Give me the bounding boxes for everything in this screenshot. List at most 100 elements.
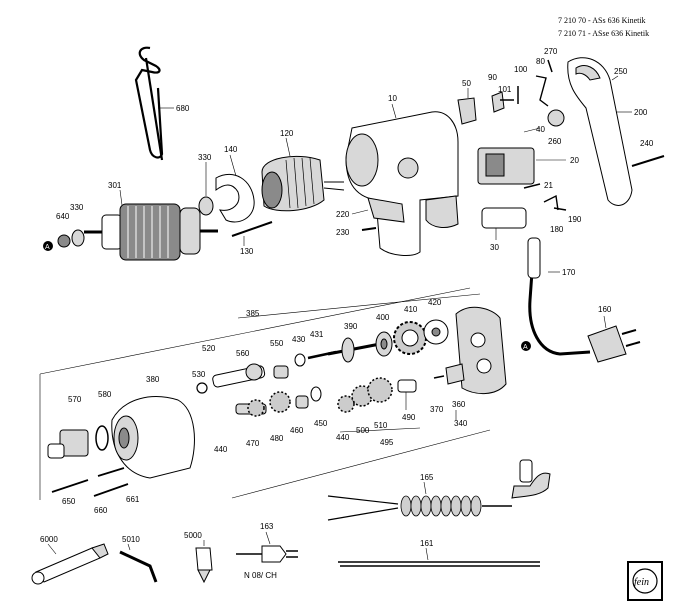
label-101: 101 xyxy=(498,85,512,94)
label-661: 661 xyxy=(126,495,140,504)
part-301-armature: 301 xyxy=(84,181,218,261)
label-330-left: 330 xyxy=(70,203,84,212)
label-5010: 5010 xyxy=(122,535,140,544)
label-370: 370 xyxy=(430,405,444,414)
part-550-needle-bearing xyxy=(273,365,289,379)
label-90: 90 xyxy=(488,73,497,82)
part-100-spring: 100 xyxy=(514,65,528,104)
part-430-spring xyxy=(294,353,306,367)
part-470-gear: 470 xyxy=(246,399,265,448)
label-490: 490 xyxy=(402,413,416,422)
label-6000: 6000 xyxy=(40,535,58,544)
part-570-chuck-spindle xyxy=(47,429,89,459)
label-330-top: 330 xyxy=(198,153,212,162)
part-440-gear-right: 440 xyxy=(336,395,355,442)
part-80-spring-clip: 80 xyxy=(535,57,549,107)
label-260: 260 xyxy=(548,137,562,146)
part-220-cover: 220 xyxy=(336,197,405,223)
label-200: 200 xyxy=(634,108,648,117)
part-40-wire: 40 xyxy=(523,125,545,134)
connector-A-right: A xyxy=(523,344,528,351)
part-170-power-cord: 170 xyxy=(527,237,591,356)
logo-text: fein xyxy=(634,577,649,588)
part-680-wire-clip: 680 xyxy=(134,46,190,161)
label-165: 165 xyxy=(420,473,434,482)
part-180-cord-clamp: 180 xyxy=(543,194,564,234)
label-440-right: 440 xyxy=(336,433,350,442)
part-360-plate: 360 xyxy=(445,363,466,409)
group-bracket-lines xyxy=(39,287,491,500)
label-495: 495 xyxy=(380,438,394,447)
label-450: 450 xyxy=(314,419,328,428)
connector-mark-right: A xyxy=(521,341,531,351)
part-140-fan-baffle: 140 xyxy=(215,145,255,223)
part-165-coiled-cord: 165 xyxy=(327,459,551,521)
model-line-1: 7 210 70 - ASs 636 Kinetik xyxy=(558,16,646,25)
part-450-bushing: 450 xyxy=(310,386,328,428)
part-340-gear-flange: 340 xyxy=(454,306,507,428)
label-10: 10 xyxy=(388,94,397,103)
label-170: 170 xyxy=(562,268,576,277)
part-101-pin: 101 xyxy=(498,85,514,101)
label-400: 400 xyxy=(376,313,390,322)
part-640-nut: 640 xyxy=(56,212,71,248)
label-680: 680 xyxy=(176,104,190,113)
part-30-capacitor: 30 xyxy=(481,207,527,252)
label-190: 190 xyxy=(568,215,582,224)
part-520-spindle xyxy=(212,363,266,388)
part-530-circlip xyxy=(196,382,208,394)
part-230-screw: 230 xyxy=(336,227,377,237)
part-20-switch: 20 xyxy=(477,147,579,185)
part-650-screw: 650 xyxy=(51,479,89,506)
label-230: 230 xyxy=(336,228,350,237)
label-530: 530 xyxy=(192,370,206,379)
part-580-o-ring xyxy=(95,425,109,451)
part-50-switch-lever: 50 xyxy=(457,79,477,125)
label-160: 160 xyxy=(598,305,612,314)
connector-A-left: A xyxy=(45,244,50,251)
part-160-plug: 160 xyxy=(587,305,641,363)
label-510: 510 xyxy=(374,421,388,430)
label-560: 560 xyxy=(236,349,250,358)
part-390-pinion-shaft xyxy=(327,337,381,363)
part-5010-hex-key: 5010 xyxy=(119,535,158,583)
label-163: 163 xyxy=(260,522,274,531)
label-40: 40 xyxy=(536,125,545,134)
label-21: 21 xyxy=(544,181,553,190)
part-380-gear-housing xyxy=(111,396,195,479)
part-163-plug-ch: 163 N 08/ CH xyxy=(236,522,298,580)
fein-logo: fein xyxy=(627,561,663,601)
label-570: 570 xyxy=(68,395,82,404)
part-130-screw: 130 xyxy=(231,221,273,256)
label-480: 480 xyxy=(270,434,284,443)
label-430: 430 xyxy=(292,335,306,344)
label-80: 80 xyxy=(536,57,545,66)
part-510-gear: 510 xyxy=(367,377,393,430)
part-661-screw: 661 xyxy=(97,467,140,504)
part-660-screw: 660 xyxy=(93,483,129,515)
part-370-screw: 370 xyxy=(430,375,445,414)
label-340: 340 xyxy=(454,419,468,428)
label-30: 30 xyxy=(490,243,499,252)
part-410-gear xyxy=(393,321,427,355)
part-420-clutch-disc xyxy=(423,319,449,345)
label-385: 385 xyxy=(246,309,260,318)
plug-type-label: N 08/ CH xyxy=(244,571,277,580)
part-6000-grease-tube: 6000 xyxy=(31,535,109,585)
part-480-gear: 480 xyxy=(269,391,291,443)
part-200-handle-shell: 200 250 xyxy=(567,57,648,206)
label-580: 580 xyxy=(98,390,112,399)
part-490-shaft: 490 xyxy=(397,379,417,422)
group-495-bracket: 495 xyxy=(339,427,421,447)
label-390: 390 xyxy=(344,322,358,331)
label-650: 650 xyxy=(62,497,76,506)
label-520: 520 xyxy=(202,344,216,353)
label-410: 410 xyxy=(404,305,418,314)
label-161: 161 xyxy=(420,539,434,548)
label-431: 431 xyxy=(310,330,324,339)
part-330-bearing: 330 xyxy=(198,153,214,216)
part-161-cable: 161 xyxy=(338,539,540,567)
part-400-bearing xyxy=(375,331,393,357)
label-460: 460 xyxy=(290,426,304,435)
